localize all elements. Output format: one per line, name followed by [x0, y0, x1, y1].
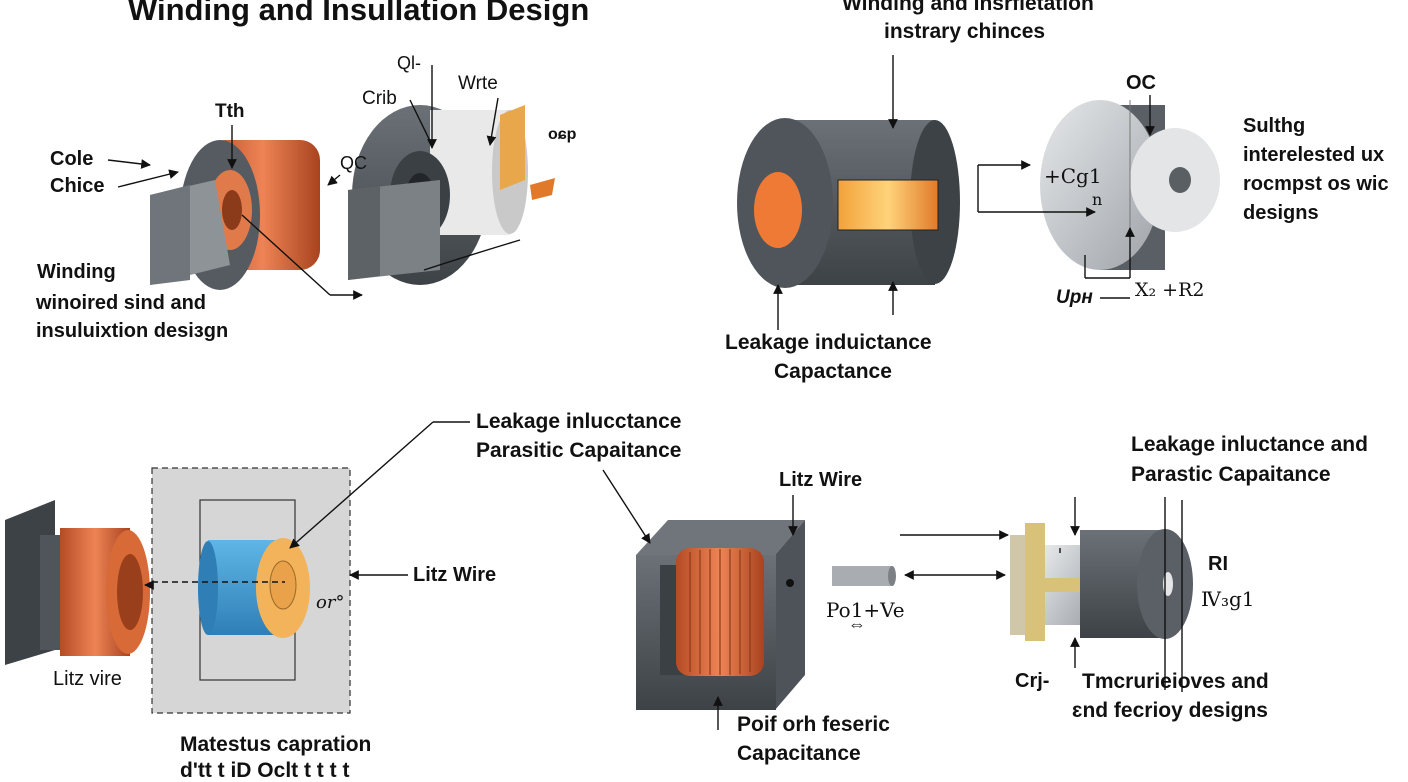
- label-side-2: interelested ux: [1243, 144, 1385, 166]
- label-top-right-header-2: instrary chinces: [884, 20, 1046, 43]
- label-cole: Cole: [50, 148, 94, 170]
- label-bottom-right-leak-1: Leakage inluctance and: [1131, 433, 1368, 456]
- top-right-core: [737, 118, 960, 288]
- label-cg1: +Cg1: [1044, 164, 1102, 188]
- label-top-right-leak-1: Leakage induictance: [725, 331, 932, 354]
- diagram-title: Winding and Insullation Design: [128, 0, 590, 27]
- label-bottom-mid-litz-wire: Litz Wire: [779, 469, 863, 491]
- top-left-arrows: [107, 65, 521, 300]
- label-top-right-header-1: Winding and Insrfietation: [842, 0, 1094, 15]
- label-crj: Crj-: [1015, 670, 1050, 692]
- label-mat-2: d'tt t iD Oclt t t t t: [180, 759, 350, 782]
- label-poif-2: Capacitance: [737, 742, 861, 765]
- label-mat-1: Matestus capration: [180, 733, 372, 756]
- label-top-left-desc-2: insuluixtion desiзgn: [36, 320, 229, 342]
- label-side-1: Sulthg: [1243, 115, 1306, 137]
- top-left-component-1: [150, 140, 320, 290]
- label-poif-1: Poif orh feseric: [737, 713, 890, 736]
- label-oc-right: OC: [1126, 72, 1156, 94]
- label-side-3: rocmpst os wic: [1243, 173, 1389, 195]
- label-bottom-left-leak-1: Leakage inlucctance: [476, 410, 682, 433]
- label-qc-left: QC: [340, 153, 367, 173]
- label-bottom-left-leak-2: Parasitic Capaitance: [476, 439, 682, 462]
- label-top-right-leak-2: Capactance: [774, 360, 892, 383]
- label-bottom-right-leak-2: Parastic Capaitance: [1131, 463, 1331, 486]
- label-x2r2: X₂ +R2: [1135, 279, 1205, 301]
- top-right-arrows: [773, 55, 1155, 330]
- bottom-left-blue-coil: [198, 538, 310, 638]
- label-po: Po1+Ve: [826, 598, 905, 622]
- label-winding: Winding: [37, 261, 116, 283]
- label-bottom-left-litz-wire: Litz Wire: [413, 564, 497, 586]
- bottom-left-copper-winding: [5, 500, 150, 665]
- label-tm-2: ɛnd fecrioy designs: [1072, 699, 1268, 722]
- bottom-mid-arrows: [602, 469, 1009, 730]
- label-ql: Ql-: [397, 53, 421, 73]
- bottom-left-arrows: [144, 421, 470, 590]
- label-or: or°: [316, 592, 345, 613]
- label-vg1: Ⅳ₃g1: [1201, 587, 1255, 611]
- label-wrte: Wrte: [458, 73, 498, 94]
- label-top-left-desc-1: winoired sind and: [36, 292, 207, 314]
- label-side-4: designs: [1243, 202, 1319, 224]
- label-n: n: [1092, 190, 1103, 209]
- label-litz-vire: Litz vire: [53, 668, 122, 690]
- label-crib: Crib: [362, 88, 397, 109]
- label-ri: RI: [1208, 553, 1228, 575]
- bottom-right-arrows: [1059, 497, 1183, 692]
- top-left-component-2: [348, 105, 555, 285]
- label-tth: Tth: [215, 101, 245, 122]
- label-tm-1: Tmcruriеioves and: [1082, 670, 1269, 693]
- label-chice: Chice: [50, 175, 105, 197]
- double-arrow-icon: ⇔: [848, 614, 866, 634]
- label-uph: Uрн: [1056, 287, 1093, 308]
- bottom-mid-core: [636, 520, 896, 710]
- label-ocp: oɕp: [548, 126, 577, 143]
